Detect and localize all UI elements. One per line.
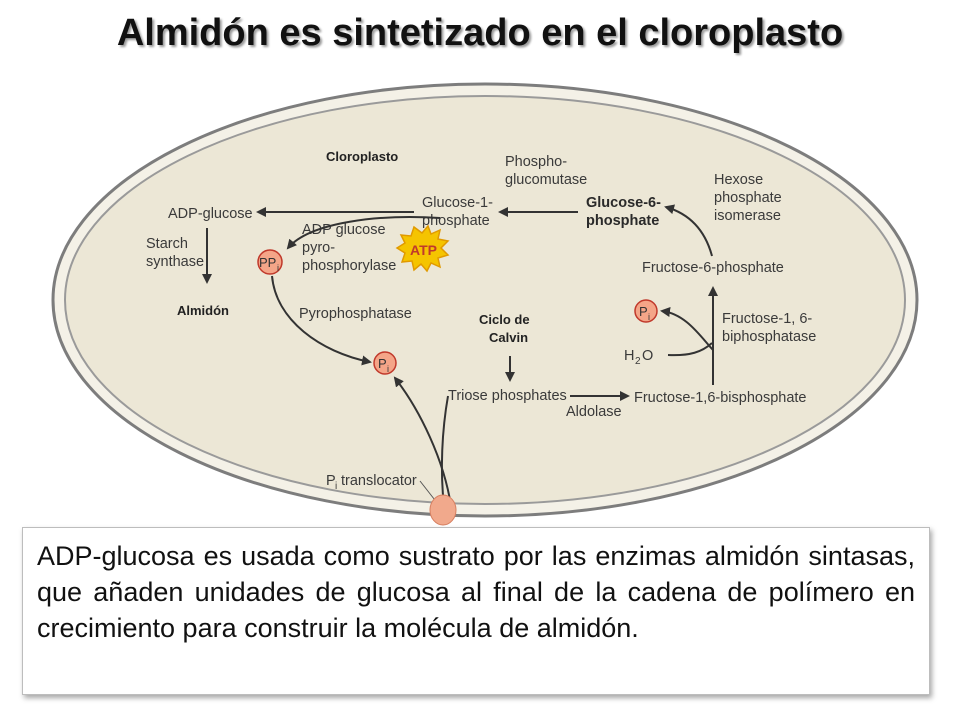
svg-text:i: i: [387, 364, 389, 374]
phosphoglucomutase-line2: glucomutase: [505, 172, 587, 188]
adp-glucose-label: ADP-glucose: [168, 206, 253, 222]
pyrophosphatase-label: Pyrophosphatase: [299, 306, 412, 322]
adp-glucose-pyrophosphorylase-line2: pyro-: [302, 240, 335, 256]
starch-label: Almidón: [177, 303, 229, 318]
arrow-triose-to-translocator: [440, 395, 449, 507]
svg-text:PP: PP: [259, 255, 276, 270]
glucose-6-phosphate-line2: phosphate: [586, 213, 659, 229]
arrow-translocator-to-pi: [393, 376, 452, 507]
svg-text:i: i: [277, 263, 279, 273]
fbpase-line1: Fructose-1, 6-: [722, 311, 812, 327]
fbpase-line2: biphosphatase: [722, 329, 816, 345]
svg-text:i: i: [335, 481, 337, 492]
svg-text:translocator: translocator: [341, 473, 417, 489]
arrow-ppi-to-pi: [271, 275, 372, 366]
fructose-6-phosphate-label: Fructose-6-phosphate: [642, 260, 784, 276]
fructose-1-6-bisphosphate-label: Fructose-1,6-bisphosphate: [634, 390, 807, 406]
glucose-1-phosphate-line1: Glucose-1-: [422, 195, 493, 211]
h2o-label: H 2 O: [624, 348, 653, 367]
starch-synthase-line2: synthase: [146, 254, 204, 270]
pi-translocator-protein: [429, 494, 457, 526]
hexose-phosphate-isomerase-line1: Hexose: [714, 172, 763, 188]
svg-text:i: i: [648, 312, 650, 322]
starch-synthase-line1: Starch: [146, 236, 188, 252]
pi-translocator-label: P i translocator: [326, 473, 417, 492]
pi-circle-right: P i: [634, 299, 658, 323]
triose-phosphates-label: Triose phosphates: [448, 388, 567, 404]
adp-glucose-pyrophosphorylase-line3: phosphorylase: [302, 258, 396, 274]
svg-text:2: 2: [635, 356, 641, 367]
slide-title: Almidón es sintetizado en el cloroplasto: [116, 12, 844, 54]
aldolase-label: Aldolase: [566, 404, 622, 420]
atp-star-icon: ATP: [395, 224, 450, 273]
adp-glucose-pyrophosphorylase-line1: ADP glucose: [302, 222, 386, 238]
glucose-6-phosphate-line1: Glucose-6-: [586, 195, 661, 211]
svg-text:P: P: [639, 304, 648, 319]
pi-circle-center: P i: [373, 351, 397, 375]
caption-text: ADP-glucosa es usada como sustrato por l…: [37, 541, 915, 643]
caption-box: ADP-glucosa es usada como sustrato por l…: [22, 527, 930, 695]
calvin-cycle-label-line2: Calvin: [489, 330, 528, 345]
phosphoglucomutase-line1: Phospho-: [505, 154, 567, 170]
hexose-phosphate-isomerase-line3: isomerase: [714, 208, 781, 224]
chloroplast-stroma: [64, 95, 906, 505]
svg-text:O: O: [642, 348, 653, 364]
hexose-phosphate-isomerase-line2: phosphate: [714, 190, 782, 206]
svg-text:H: H: [624, 348, 634, 364]
arrow-f6p-to-g6p: [664, 204, 713, 257]
arrow-h2o-in: [667, 342, 713, 357]
svg-text:P: P: [326, 473, 336, 489]
calvin-cycle-label-line1: Ciclo de: [479, 312, 530, 327]
ppi-circle: PP i: [257, 249, 283, 275]
arrow-g1p-to-ppi: [286, 216, 441, 250]
chloroplast-label: Cloroplasto: [326, 149, 398, 164]
svg-text:P: P: [378, 356, 387, 371]
atp-label: ATP: [410, 242, 437, 258]
glucose-1-phosphate-line2: phosphate: [422, 213, 490, 229]
